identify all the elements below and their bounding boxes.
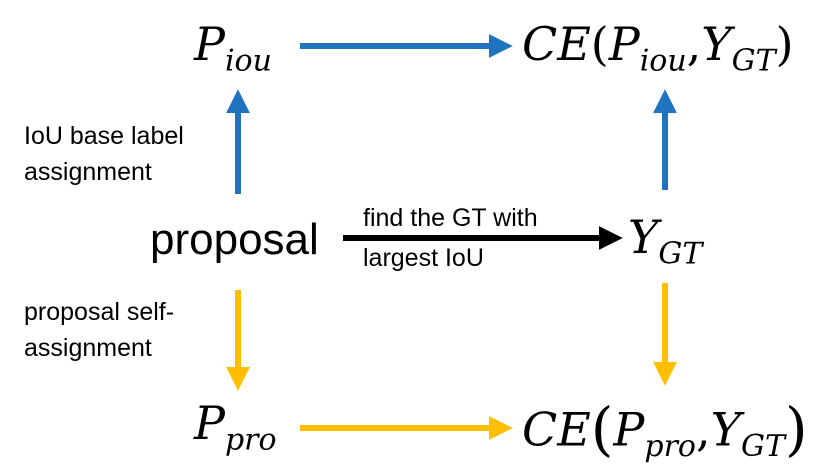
iou-assignment-line-1: IoU base label xyxy=(24,122,184,150)
ce-iou-y: Y xyxy=(701,17,732,71)
ce-iou-node: CE(Piou,YGT) xyxy=(522,21,794,76)
self-assignment-label: proposal self- assignment xyxy=(24,294,174,366)
p-pro-main: P xyxy=(194,396,225,450)
y-gt-main: Y xyxy=(628,210,659,264)
ce-pro-open-paren: ( xyxy=(590,395,614,463)
ce-pro-y: Y xyxy=(710,402,741,457)
find-gt-label: find the GT with largest IoU xyxy=(363,200,538,276)
p-iou-node: Piou xyxy=(194,21,272,76)
ce-iou-open-paren: ( xyxy=(590,17,609,71)
p-iou-main: P xyxy=(194,17,225,71)
ce-pro-comma: , xyxy=(695,402,711,457)
ce-pro-close-paren: ) xyxy=(784,395,808,463)
y-gt-sub: GT xyxy=(658,236,703,272)
ce-iou-close-paren: ) xyxy=(775,17,794,71)
self-assignment-line-2: assignment xyxy=(24,334,152,362)
self-assignment-line-1: proposal self- xyxy=(24,298,175,326)
ce-pro-y-sub: GT xyxy=(740,429,785,465)
ce-iou-p: P xyxy=(608,17,640,71)
ce-pro-p-sub: pro xyxy=(644,429,696,465)
find-gt-line-2: largest IoU xyxy=(363,244,484,272)
ce-pro-node: CE(Ppro,YGT) xyxy=(522,400,808,462)
ce-iou-comma: , xyxy=(686,17,702,71)
iou-assignment-label: IoU base label assignment xyxy=(24,118,184,190)
y-gt-node: YGT xyxy=(628,214,702,269)
p-iou-sub: iou xyxy=(224,43,272,79)
iou-assignment-line-2: assignment xyxy=(24,158,152,186)
find-gt-line-1: find the GT with xyxy=(363,204,538,232)
ce-iou-p-sub: iou xyxy=(639,43,687,79)
ce-pro-func: CE xyxy=(522,402,591,457)
ce-pro-p: P xyxy=(613,402,645,457)
ce-iou-y-sub: GT xyxy=(731,43,776,79)
proposal-node: proposal xyxy=(150,215,319,264)
ce-iou-func: CE xyxy=(522,17,591,71)
p-pro-node: Ppro xyxy=(194,400,277,455)
p-pro-sub: pro xyxy=(224,422,277,458)
